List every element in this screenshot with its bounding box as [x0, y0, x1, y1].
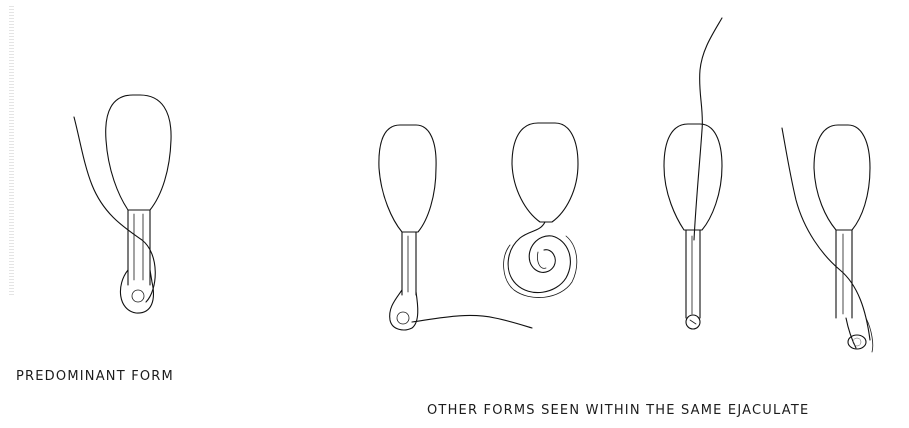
sperm-other-form-3 [664, 18, 722, 329]
sperm-head [814, 125, 870, 230]
sperm-midpiece [128, 210, 150, 285]
sperm-midpiece [686, 230, 700, 318]
sperm-tail-coil [508, 222, 570, 293]
sperm-head [379, 125, 436, 232]
sperm-other-form-1 [379, 125, 532, 330]
sperm-head [106, 95, 171, 210]
sperm-other-form-4 [782, 125, 873, 352]
sperm-tail [694, 18, 722, 240]
caption-other-forms: OTHER FORMS SEEN WITHIN THE SAME EJACULA… [427, 403, 809, 418]
sperm-predominant-form [74, 95, 171, 313]
caption-predominant-form: PREDOMINANT FORM [16, 369, 174, 384]
sperm-midpiece [402, 232, 416, 295]
sperm-base [846, 318, 856, 348]
sperm-head [664, 124, 722, 230]
sperm-other-form-2 [504, 123, 578, 298]
sperm-tail [412, 315, 532, 328]
sperm-head [512, 123, 578, 222]
sperm-base [120, 270, 153, 313]
sperm-tail [782, 128, 870, 340]
